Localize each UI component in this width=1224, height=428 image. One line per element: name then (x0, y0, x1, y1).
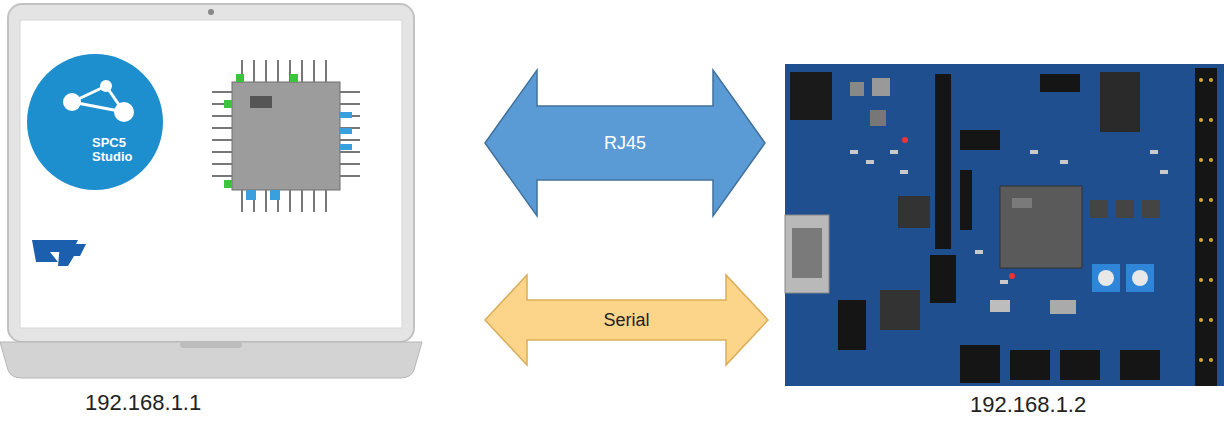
evaluation-board: 192.168.1.2 (780, 0, 1224, 428)
ip-address: 192.168.1.1 (85, 390, 201, 416)
link-label: Serial (603, 310, 649, 331)
laptop-computer: 192.168.1.1 (0, 0, 425, 428)
board-illustration (785, 64, 1224, 386)
link-label: RJ45 (604, 133, 646, 154)
rj45-link (485, 70, 765, 216)
ip-address: 192.168.1.2 (970, 392, 1086, 418)
logo-text: SPC5 Studio (92, 136, 150, 165)
laptop-illustration (0, 4, 422, 378)
serial-link (485, 275, 768, 365)
